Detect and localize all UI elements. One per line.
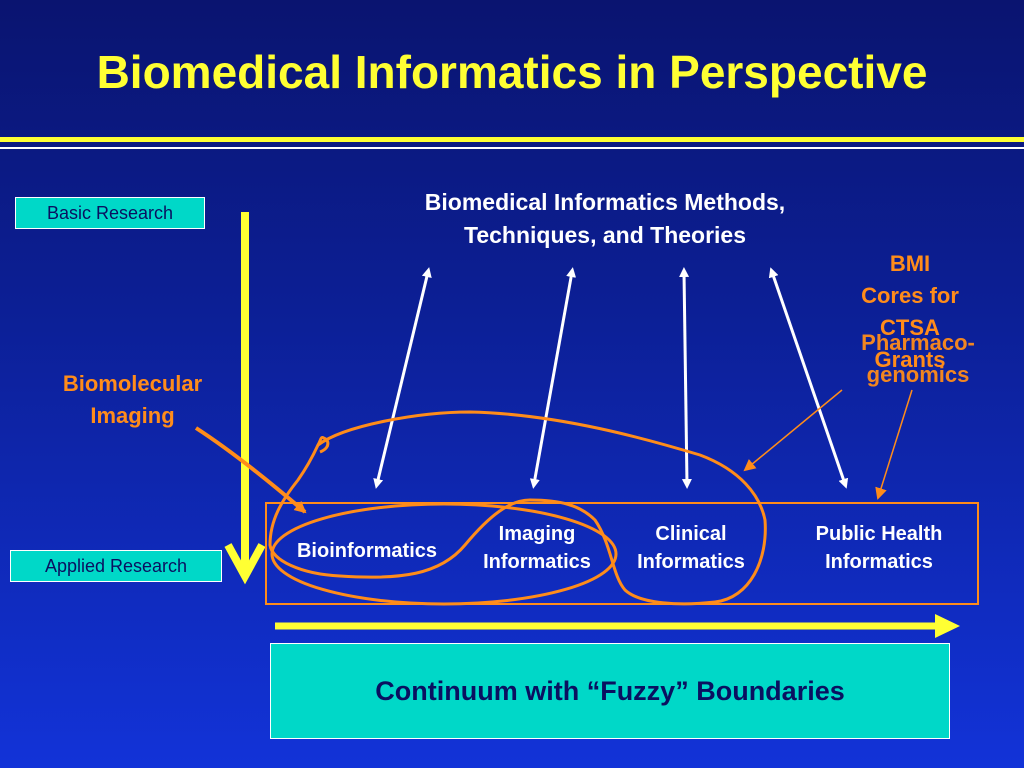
biomolecular-imaging-line2: Imaging (90, 403, 175, 428)
methods-label-line2: Techniques, and Theories (463, 222, 747, 248)
field-public-health-informatics: Public Health Informatics (789, 520, 969, 576)
bmi-cores-line4: Grants (874, 347, 946, 372)
field-clinical-line2: Informatics (637, 551, 745, 573)
biomolecular-imaging-pointer (194, 426, 307, 514)
bmi-cores-line2: Cores for (861, 283, 959, 308)
field-bioinformatics: Bioinformatics (296, 540, 438, 562)
biomolecular-imaging-label: Biomolecular Imaging (30, 368, 235, 432)
continuum-label: Continuum with “Fuzzy” Boundaries (270, 643, 950, 739)
field-public-health-line2: Informatics (825, 551, 933, 573)
slide-title: Biomedical Informatics in Perspective (96, 46, 928, 98)
bmi-cores-line1: BMI (889, 251, 931, 276)
title-rule-thin (0, 147, 1024, 149)
field-imaging-line2: Informatics (483, 551, 591, 573)
pharmacogenomics-line1: Pharmaco- (861, 330, 975, 355)
bmi-cores-label: BMI Cores for CTSA Grants (840, 248, 980, 376)
field-imaging-line1: Imaging (498, 523, 576, 545)
title-rule-thick (0, 137, 1024, 142)
pharmacogenomics-label: Pharmaco- genomics (843, 327, 993, 391)
bmi-cores-line3: CTSA (880, 315, 940, 340)
research-axis-arrow-head (224, 543, 266, 585)
methods-to-clinical-arrow (679, 267, 692, 489)
methods-label-line1: Biomedical Informatics Methods, (424, 189, 786, 215)
methods-to-imaging-arrow (529, 267, 577, 489)
pharmacogenomics-pointer (875, 389, 913, 500)
methods-to-public-health-arrow (768, 267, 849, 489)
informatics-fields-box: Bioinformatics Imaging Informatics Clini… (265, 502, 979, 605)
basic-research-label: Basic Research (15, 197, 205, 229)
methods-to-bioinformatics-arrow (373, 267, 432, 489)
pharmacogenomics-line2: genomics (866, 362, 970, 387)
continuum-axis-arrow-head (935, 614, 960, 638)
fuzzy-boundary-squiggle (316, 436, 330, 454)
bmi-cores-pointer (743, 389, 843, 472)
biomolecular-imaging-line1: Biomolecular (62, 371, 203, 396)
field-clinical-line1: Clinical (655, 523, 727, 545)
field-clinical-informatics: Clinical Informatics (619, 520, 763, 576)
methods-label: Biomedical Informatics Methods, Techniqu… (380, 186, 830, 252)
field-imaging-informatics: Imaging Informatics (465, 520, 609, 576)
field-public-health-line1: Public Health (815, 523, 943, 545)
applied-research-label: Applied Research (10, 550, 222, 582)
